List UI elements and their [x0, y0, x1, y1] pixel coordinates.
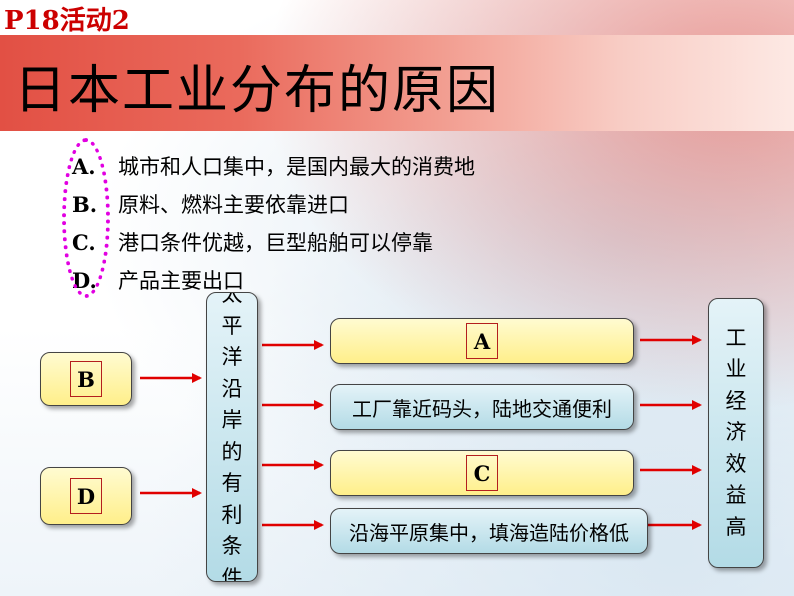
answer-slot-d: D — [70, 478, 102, 514]
result-box: 工业经济效益高 — [708, 298, 764, 568]
middle-box-plain: 沿海平原集中，填海造陆价格低 — [330, 508, 648, 554]
option-c-text: 港口条件优越，巨型船舶可以停靠 — [118, 231, 433, 255]
factory-text: 工厂靠近码头，陆地交通便利 — [352, 396, 612, 421]
left-box-b: B — [40, 352, 132, 406]
answer-slot-a: A — [466, 323, 498, 359]
title-band — [0, 35, 794, 131]
slide-title: 日本工业分布的原因 — [14, 61, 501, 121]
option-d-text: 产品主要出口 — [118, 269, 244, 293]
option-b-text: 原料、燃料主要依靠进口 — [118, 193, 349, 217]
pacific-coast-text: 太平洋沿岸的有利条件 — [221, 292, 243, 582]
activity-label: P18活动2 — [4, 6, 130, 36]
middle-box-factory: 工厂靠近码头，陆地交通便利 — [330, 384, 634, 430]
highlight-ellipse — [62, 138, 110, 298]
answer-slot-b: B — [70, 361, 102, 397]
middle-box-a: A — [330, 318, 634, 364]
middle-box-c: C — [330, 450, 634, 496]
pacific-coast-box: 太平洋沿岸的有利条件 — [206, 292, 258, 582]
plain-text: 沿海平原集中，填海造陆价格低 — [349, 520, 629, 545]
option-a-text: 城市和人口集中，是国内最大的消费地 — [118, 155, 475, 179]
left-box-d: D — [40, 467, 132, 525]
result-text: 工业经济效益高 — [725, 325, 747, 539]
answer-slot-c: C — [466, 455, 498, 491]
